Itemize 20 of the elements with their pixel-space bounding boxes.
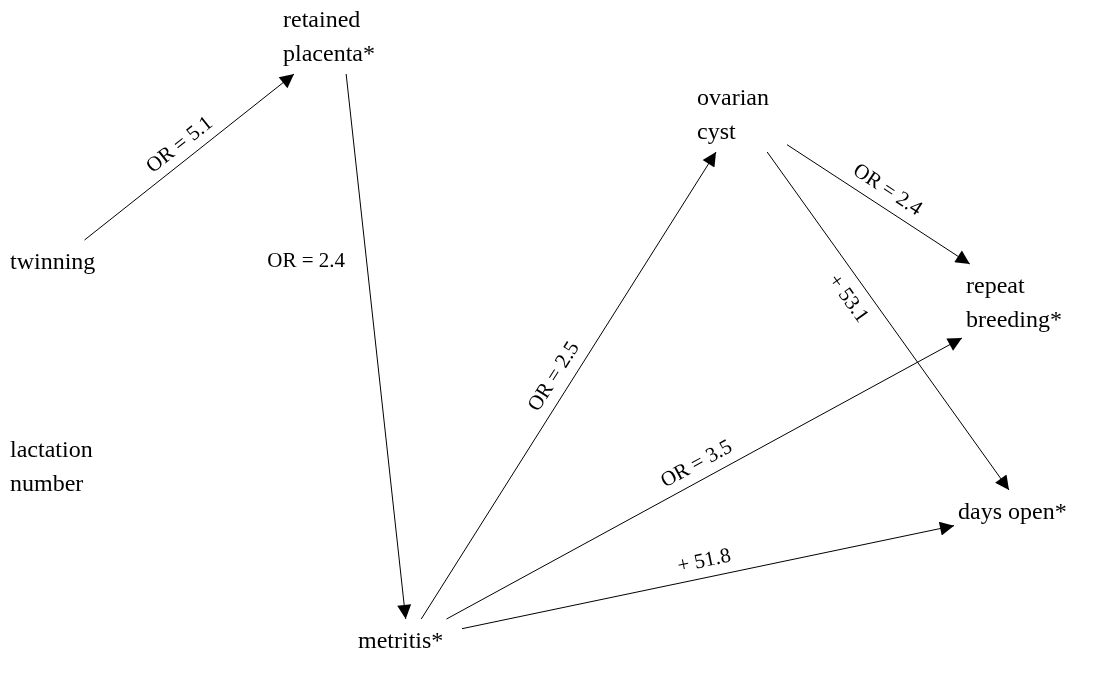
node-label: twinning [10,244,106,278]
edge-label: OR = 3.5 [655,432,737,493]
node-label: lactation number [10,432,126,500]
edge-label: + 51.8 [675,541,734,578]
edge-label: OR = 2.4 [848,157,928,222]
node-label: repeat breeding* [966,268,1090,336]
arrow [786,144,971,265]
node-label: retained placenta* [283,2,401,70]
edge-label: OR = 2.5 [521,336,586,416]
node-label: days open* [958,494,1090,528]
arrow [766,151,1010,491]
arrow [345,73,412,620]
node-label: ovarian cyst [697,80,783,148]
edge-label: OR = 2.4 [267,247,346,274]
arrow [420,151,717,620]
arrow [461,521,955,630]
arrow [446,337,963,620]
node-label: metritis* [358,623,458,657]
edge-label: OR = 5.1 [140,110,218,179]
arrow [84,73,295,241]
